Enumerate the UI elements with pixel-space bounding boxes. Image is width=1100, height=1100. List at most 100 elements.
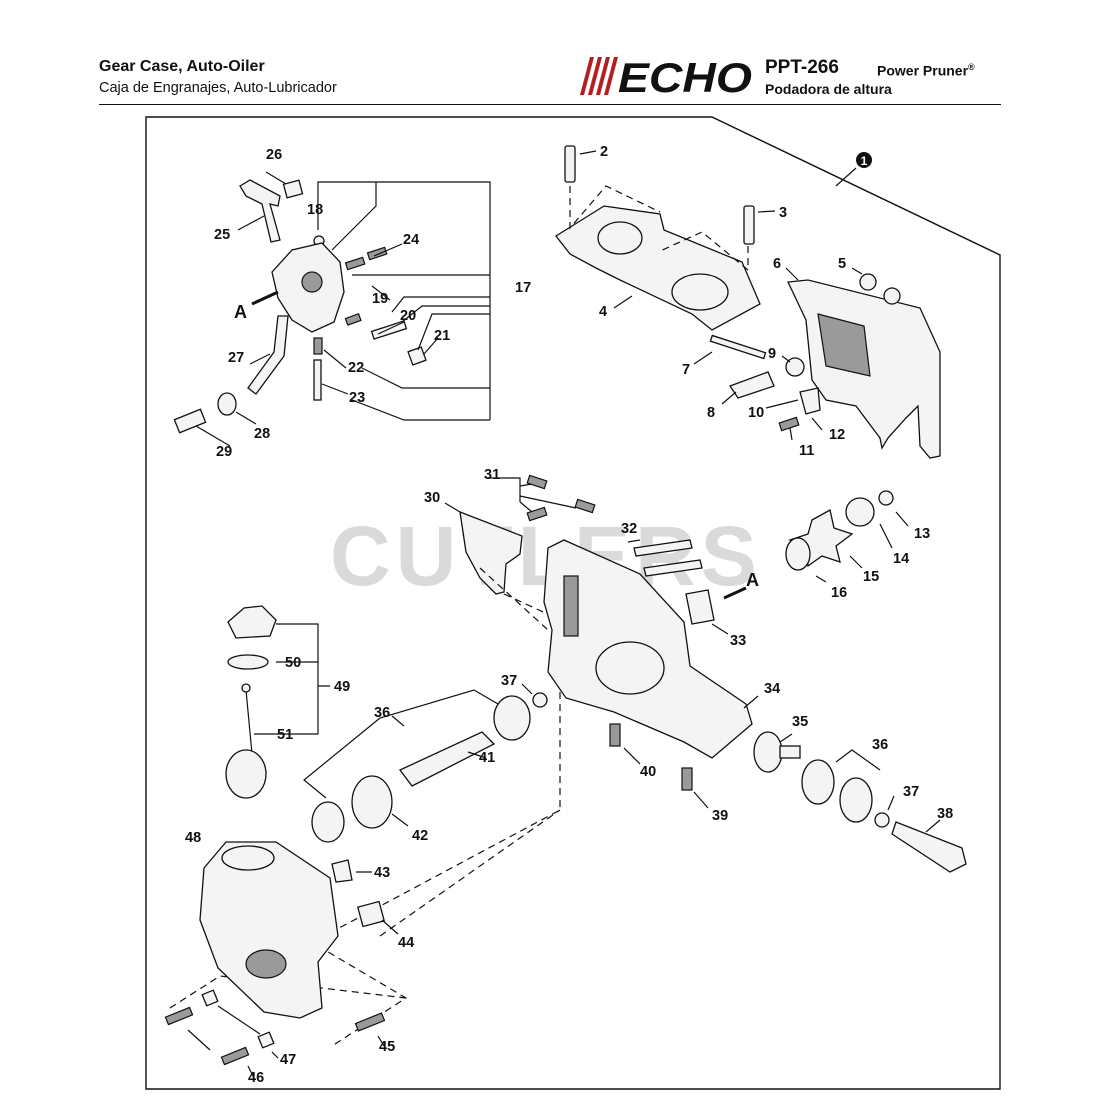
leader-30-34 — [627, 539, 759, 709]
label-40: 40 — [640, 764, 656, 780]
label-51: 51 — [277, 727, 293, 743]
brand-wordmark: ECHO — [618, 55, 752, 97]
leader-2-3-4 — [579, 150, 776, 309]
registered-mark: ® — [968, 62, 975, 72]
screw-24b — [366, 246, 388, 261]
plug-43 — [331, 859, 353, 883]
dash-shaft — [297, 692, 561, 951]
bearing-36d — [839, 777, 873, 823]
dash-plate — [479, 567, 553, 631]
bracket-36-left — [303, 689, 499, 799]
page-header: Gear Case, Auto-Oiler Caja de Engranajes… — [0, 0, 1100, 110]
label-2: 2 — [600, 144, 608, 160]
label-23: 23 — [349, 390, 365, 406]
label-9: 9 — [768, 346, 776, 362]
label-25: 25 — [214, 227, 230, 243]
label-20: 20 — [400, 308, 416, 324]
label-37-left: 37 — [501, 673, 517, 689]
spring-22 — [313, 337, 323, 355]
pump-port — [301, 271, 323, 293]
leader-36-42 — [391, 683, 533, 827]
ring-13 — [878, 490, 894, 506]
label-36-left: 36 — [374, 705, 390, 721]
tank-neck — [221, 845, 275, 871]
watermark: CUTLERS — [330, 509, 762, 603]
label-33: 33 — [730, 633, 746, 649]
label-30: 30 — [424, 490, 440, 506]
gear-35-shaft — [779, 745, 801, 759]
spring-19 — [344, 313, 362, 326]
spacer-47a — [201, 989, 219, 1007]
model-number: PPT-266 — [765, 57, 839, 78]
screw-46b — [220, 1046, 250, 1066]
strap-51 — [245, 689, 253, 755]
output-shaft-38 — [891, 821, 967, 873]
strap-51-ring — [241, 683, 251, 693]
echo-logo: ECHO — [580, 55, 752, 97]
label-7: 7 — [682, 362, 690, 378]
label-39: 39 — [712, 808, 728, 824]
model-name-es: Podadora de altura — [765, 81, 892, 97]
page-title: Gear Case, Auto-Oiler — [99, 58, 265, 75]
label-47: 47 — [280, 1052, 296, 1068]
screw-45 — [354, 1012, 386, 1032]
label-42: 42 — [412, 828, 428, 844]
label-45: 45 — [379, 1039, 395, 1055]
label-48: 48 — [185, 830, 201, 846]
label-16: 16 — [831, 585, 847, 601]
diagram-frame — [145, 116, 1001, 1090]
label-14: 14 — [893, 551, 909, 567]
label-15: 15 — [863, 569, 879, 585]
washer-16 — [785, 537, 811, 571]
label-28: 28 — [254, 426, 270, 442]
label-46: 46 — [248, 1070, 264, 1086]
o-ring-50 — [227, 654, 269, 670]
guide-bar-cover-6 — [787, 273, 941, 459]
label-4: 4 — [599, 304, 607, 320]
oil-pump-group — [173, 179, 427, 434]
tensioner-8 — [729, 371, 775, 399]
page-subtitle: Caja de Engranajes, Auto-Lubricador — [99, 80, 337, 96]
leader-5-6 — [785, 267, 863, 281]
label-37-right: 37 — [903, 784, 919, 800]
bracket-17 — [317, 181, 491, 421]
assembly-marker-label: 1 — [861, 154, 868, 168]
cap-21 — [407, 346, 427, 366]
bolt-2 — [564, 145, 576, 183]
callout-arrow-a2 — [723, 586, 747, 600]
callout-a-case: A — [746, 570, 759, 590]
stud-32b — [643, 559, 703, 577]
dash-top-housing — [569, 185, 749, 272]
bearing-36b — [311, 801, 345, 843]
pin-7 — [709, 334, 767, 360]
label-22: 22 — [348, 360, 364, 376]
label-41: 41 — [479, 750, 495, 766]
label-3: 3 — [779, 205, 787, 221]
label-34: 34 — [764, 681, 780, 697]
gear-case-upper — [555, 145, 761, 331]
label-8: 8 — [707, 405, 715, 421]
nut-5a — [859, 273, 877, 291]
oil-hose-27 — [247, 315, 289, 395]
label-6: 6 — [773, 256, 781, 272]
screw-24a — [344, 256, 366, 271]
gear-case-34 — [543, 539, 753, 759]
label-13: 13 — [914, 526, 930, 542]
callout-a-pump: A — [234, 302, 247, 322]
sleeve-44 — [356, 900, 386, 928]
screw-46a — [164, 1006, 194, 1026]
callout-arrow-a1 — [251, 290, 279, 306]
screw-11 — [778, 416, 800, 432]
dash-tank — [169, 945, 408, 1047]
label-10: 10 — [748, 405, 764, 421]
label-36-right: 36 — [872, 737, 888, 753]
cap-50-top — [227, 605, 277, 639]
label-19: 19 — [372, 291, 388, 307]
label-32: 32 — [621, 521, 637, 537]
screw-40 — [609, 723, 621, 747]
oil-pipe-25 — [239, 179, 281, 243]
housing-bore-2 — [671, 273, 729, 311]
header-divider — [99, 104, 1001, 105]
label-18: 18 — [307, 202, 323, 218]
